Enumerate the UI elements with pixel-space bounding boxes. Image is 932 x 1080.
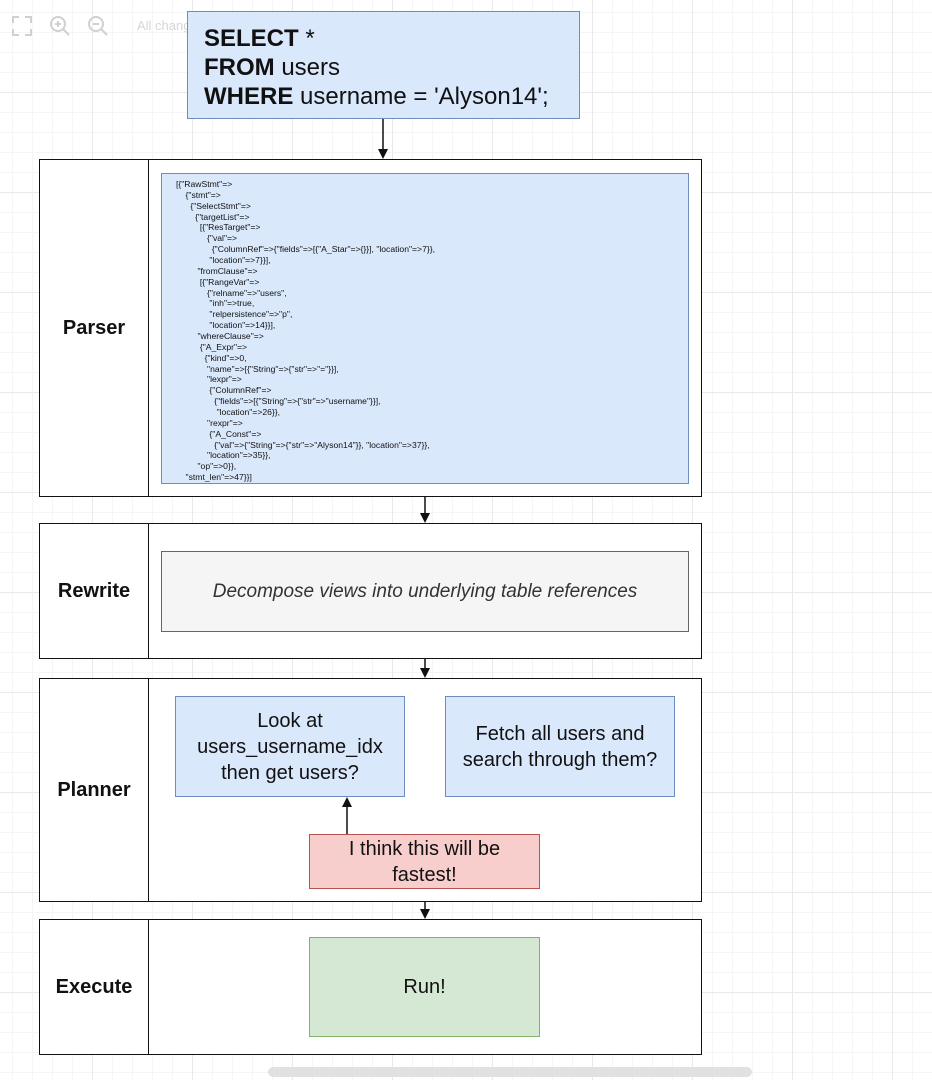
rewrite-lane[interactable]: Rewrite Decompose views into underlying … — [39, 523, 702, 659]
parse-tree-line: "rexpr"=> — [176, 417, 243, 428]
parse-tree-line: {"A_Expr"=> — [176, 341, 248, 352]
parse-tree-line: "relpersistence"=>"p", — [176, 309, 293, 320]
parse-tree-line: "name"=>[{"String"=>{"str"=>"="}}], — [176, 363, 339, 374]
parser-lane[interactable]: Parser [{"RawStmt"=> {"stmt"=> {"SelectS… — [39, 159, 702, 497]
parse-tree-line: {"A_Const"=> — [176, 428, 262, 439]
sql-line-select: SELECT * — [204, 24, 579, 53]
sql-line-from: FROM users — [204, 53, 579, 82]
parse-tree-box[interactable]: [{"RawStmt"=> {"stmt"=> {"SelectStmt"=> … — [161, 173, 689, 484]
parse-tree-line: {"fields"=>[{"String"=>{"str"=>"username… — [176, 396, 381, 407]
parse-tree-line: "inh"=>true, — [176, 298, 255, 309]
parse-tree-line: {"ColumnRef"=>{"fields"=>[{"A_Star"=>{}}… — [176, 244, 435, 255]
parse-tree-line: "location"=>35}}, — [176, 450, 271, 461]
sql-text: * — [298, 25, 315, 52]
plan-option-text: Fetch all users and search through them? — [462, 722, 658, 771]
lane-label-parser: Parser — [40, 160, 149, 496]
plan-option-index-scan[interactable]: Look at users_username_idx then get user… — [175, 696, 405, 797]
parse-tree-line: {"val"=>{"String"=>{"str"=>"Alyson14"}},… — [176, 439, 430, 450]
parse-tree-line: "op"=>0}}, — [176, 461, 237, 472]
parse-tree-line: {"stmt"=> — [176, 189, 221, 200]
parse-tree-line: [{"RangeVar"=> — [176, 276, 260, 287]
lane-label-execute: Execute — [40, 920, 149, 1054]
sql-keyword: WHERE — [204, 83, 294, 110]
parse-tree-line: "whereClause"=> — [176, 331, 264, 342]
execute-lane[interactable]: Execute Run! — [39, 919, 702, 1055]
sql-text: username = 'Alyson14'; — [293, 83, 549, 110]
editor-toolbar — [8, 10, 122, 42]
zoom-out-icon[interactable] — [84, 12, 112, 40]
fullscreen-icon[interactable] — [8, 12, 36, 40]
parse-tree-line: "location"=>7}}], — [176, 255, 271, 266]
parse-tree-line: "location"=>14}}], — [176, 320, 276, 331]
parse-tree-line: {"kind"=>0, — [176, 352, 247, 363]
parse-tree-line: {"SelectStmt"=> — [176, 200, 251, 211]
plan-option-full-scan[interactable]: Fetch all users and search through them? — [445, 696, 675, 797]
sql-text: users — [274, 54, 341, 81]
parse-tree-line: {"ColumnRef"=> — [176, 385, 272, 396]
planner-note-box[interactable]: I think this will be fastest! — [309, 834, 540, 889]
parse-tree-line: {"val"=> — [176, 233, 238, 244]
sql-line-where: WHERE username = 'Alyson14'; — [204, 82, 579, 111]
lane-label-rewrite: Rewrite — [40, 524, 149, 658]
parse-tree-line: "lexpr"=> — [176, 374, 242, 385]
lane-label-planner: Planner — [40, 679, 149, 901]
sql-keyword: FROM — [204, 54, 275, 81]
zoom-in-icon[interactable] — [46, 12, 74, 40]
parse-tree-line: "fromClause"=> — [176, 265, 258, 276]
parse-tree-line: {"relname"=>"users", — [176, 287, 287, 298]
run-box[interactable]: Run! — [309, 937, 540, 1037]
planner-note-text: I think this will be fastest! — [348, 837, 501, 886]
parse-tree-line: "location"=>26}}, — [176, 407, 281, 418]
planner-lane[interactable]: Planner Look at users_username_idx then … — [39, 678, 702, 902]
rewrite-description-box[interactable]: Decompose views into underlying table re… — [161, 551, 689, 632]
parse-tree-line: [{"RawStmt"=> — [176, 179, 233, 189]
sql-keyword: SELECT — [204, 25, 299, 52]
parse-tree-line: "stmt_len"=>47}}] — [176, 472, 252, 483]
sql-query-box[interactable]: SELECT * FROM users WHERE username = 'Al… — [187, 11, 580, 119]
parse-tree-line: {"targetList"=> — [176, 211, 250, 222]
horizontal-scrollbar[interactable] — [268, 1067, 752, 1077]
parse-tree-line: [{"ResTarget"=> — [176, 222, 261, 233]
plan-option-text: Look at users_username_idx then get user… — [197, 709, 383, 784]
